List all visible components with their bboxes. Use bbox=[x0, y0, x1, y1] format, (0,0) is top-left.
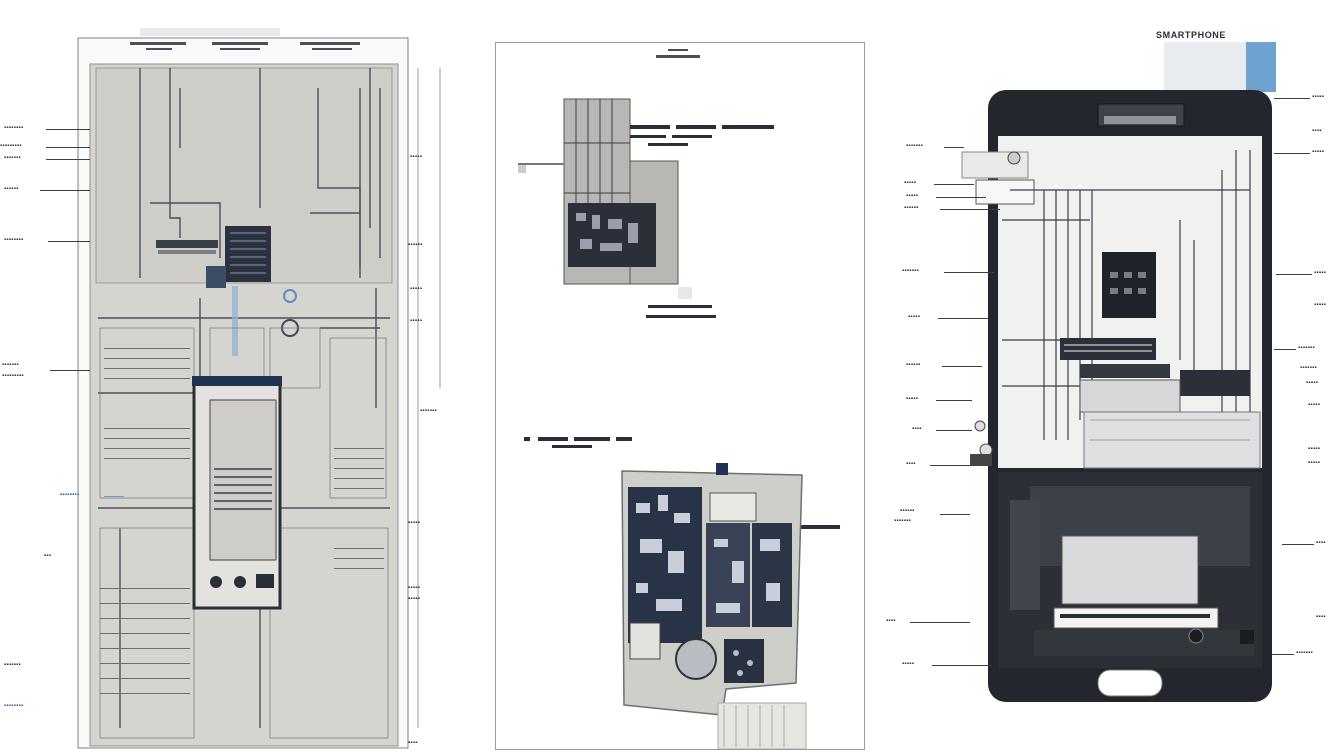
label-right-r9: ▪▪▪▪▪ bbox=[1308, 402, 1321, 408]
middle-sheet bbox=[495, 42, 865, 750]
label-left-r3: ▪▪▪▪▪ bbox=[410, 286, 423, 292]
label-right-l12: ▪▪▪▪▪▪▪ bbox=[894, 518, 911, 524]
home-button-icon bbox=[1097, 669, 1163, 697]
label-right-l13: ▪▪▪▪ bbox=[886, 618, 896, 624]
leader-right-l7 bbox=[942, 366, 982, 367]
leader-left-4 bbox=[40, 190, 90, 191]
label-right-r10: ▪▪▪▪▪ bbox=[1308, 446, 1321, 452]
label-right-r4: ▪▪▪▪▪ bbox=[1314, 270, 1327, 276]
leader-left-3 bbox=[46, 159, 90, 160]
left-schematic-sheet bbox=[60, 22, 480, 750]
label-left-r9: ▪▪▪▪ bbox=[408, 740, 418, 746]
label-left-2: ▪▪▪▪▪▪▪▪▪ bbox=[0, 143, 22, 149]
leader-right-r12 bbox=[1282, 544, 1314, 545]
label-right-r13: ▪▪▪▪ bbox=[1316, 614, 1326, 620]
leader-left-6 bbox=[50, 370, 90, 371]
leader-right-r14 bbox=[1272, 654, 1294, 655]
label-right-r11: ▪▪▪▪▪ bbox=[1308, 460, 1321, 466]
leader-right-r3 bbox=[1274, 153, 1310, 154]
leader-right-l2 bbox=[934, 184, 974, 185]
label-right-r2: ▪▪▪▪ bbox=[1312, 128, 1322, 134]
leader-right-l11 bbox=[940, 514, 970, 515]
right-phone-diagram bbox=[950, 40, 1344, 750]
label-right-l8: ▪▪▪▪▪ bbox=[906, 396, 919, 402]
label-right-r12: ▪▪▪▪ bbox=[1316, 540, 1326, 546]
label-right-l10: ▪▪▪▪ bbox=[906, 461, 916, 467]
leader-right-r4 bbox=[1276, 274, 1312, 275]
left-schematic-drawing bbox=[77, 22, 441, 749]
label-right-l1: ▪▪▪▪▪▪▪ bbox=[906, 143, 923, 149]
phone-drawing bbox=[961, 42, 1276, 702]
leader-right-l9 bbox=[936, 430, 972, 431]
label-right-r1: ▪▪▪▪▪ bbox=[1312, 94, 1325, 100]
leader-left-5 bbox=[48, 241, 90, 242]
label-left-9: ▪▪▪ bbox=[44, 553, 52, 559]
label-left-10: ▪▪▪▪▪▪▪ bbox=[4, 662, 21, 668]
label-right-r6: ▪▪▪▪▪▪▪ bbox=[1298, 345, 1315, 351]
label-left-r1: ▪▪▪▪▪ bbox=[410, 154, 423, 160]
leader-left-1 bbox=[46, 129, 90, 130]
label-right-r8: ▪▪▪▪▪ bbox=[1306, 380, 1319, 386]
label-left-6: ▪▪▪▪▪▪▪ bbox=[2, 362, 19, 368]
label-left-4: ▪▪▪▪▪▪ bbox=[4, 186, 19, 192]
leader-right-l1 bbox=[944, 147, 964, 148]
leader-left-8 bbox=[104, 496, 124, 497]
label-right-l6: ▪▪▪▪▪ bbox=[908, 314, 921, 320]
label-right-l5: ▪▪▪▪▪▪▪ bbox=[902, 268, 919, 274]
leader-right-r1 bbox=[1274, 98, 1310, 99]
leader-right-l5 bbox=[944, 272, 994, 273]
label-right-l9: ▪▪▪▪ bbox=[912, 426, 922, 432]
label-left-r7: ▪▪▪▪▪ bbox=[408, 585, 421, 591]
label-left-7: ▪▪▪▪▪▪▪▪▪ bbox=[2, 373, 24, 379]
middle-drawing bbox=[518, 49, 840, 750]
label-left-8: ▪▪▪▪▪▪▪▪ bbox=[60, 492, 80, 498]
label-right-l11: ▪▪▪▪▪▪ bbox=[900, 508, 915, 514]
label-right-r14: ▪▪▪▪▪▪▪ bbox=[1296, 650, 1313, 656]
label-right-r3: ▪▪▪▪▪ bbox=[1312, 149, 1325, 155]
label-left-r6: ▪▪▪▪▪ bbox=[408, 520, 421, 526]
label-left-r8: ▪▪▪▪▪ bbox=[408, 596, 421, 602]
label-left-5: ▪▪▪▪▪▪▪▪ bbox=[4, 237, 24, 243]
label-left-r5: ▪▪▪▪▪▪▪ bbox=[420, 408, 437, 414]
top-title: SMARTPHONE bbox=[1156, 30, 1227, 40]
leader-right-l3 bbox=[936, 197, 986, 198]
leader-right-l13 bbox=[910, 622, 970, 623]
label-right-r5: ▪▪▪▪▪ bbox=[1314, 302, 1327, 308]
leader-right-r6 bbox=[1274, 349, 1296, 350]
label-left-11: ▪▪▪▪▪▪▪▪ bbox=[4, 703, 24, 709]
leader-right-l14 bbox=[932, 665, 992, 666]
label-left-3: ▪▪▪▪▪▪▪ bbox=[4, 155, 21, 161]
label-right-l2: ▪▪▪▪▪ bbox=[904, 180, 917, 186]
label-left-r4: ▪▪▪▪▪ bbox=[410, 318, 423, 324]
leader-right-l8 bbox=[936, 400, 972, 401]
label-right-l3: ▪▪▪▪▪ bbox=[906, 193, 919, 199]
leader-right-l10 bbox=[930, 465, 970, 466]
label-right-l14: ▪▪▪▪▪ bbox=[902, 661, 915, 667]
label-right-r7: ▪▪▪▪▪▪▪ bbox=[1300, 365, 1317, 371]
label-left-r2: ▪▪▪▪▪▪ bbox=[408, 242, 423, 248]
label-right-l4: ▪▪▪▪▪▪ bbox=[904, 205, 919, 211]
leader-right-l6 bbox=[938, 318, 988, 319]
label-right-l7: ▪▪▪▪▪▪ bbox=[906, 362, 921, 368]
label-left-1: ▪▪▪▪▪▪▪▪ bbox=[4, 125, 24, 131]
leader-right-l4 bbox=[940, 209, 1000, 210]
leader-left-2 bbox=[46, 147, 90, 148]
